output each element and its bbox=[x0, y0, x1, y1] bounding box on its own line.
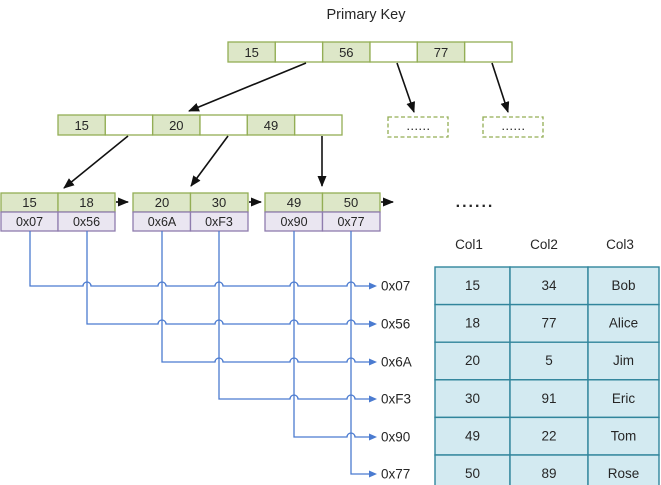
pointer-labels: 0x07 0x56 0x6A 0xF3 0x90 0x77 bbox=[381, 279, 412, 482]
root-pointer-cell-0 bbox=[274, 41, 324, 63]
leaf-0-pointer-0: 0x07 bbox=[16, 215, 43, 229]
table-header: Col1 Col2 Col3 bbox=[455, 237, 634, 252]
leaf-2-key-0: 49 bbox=[287, 195, 301, 210]
cell-r4c1: 22 bbox=[541, 428, 556, 443]
connector-0xF3 bbox=[218, 231, 377, 403]
leaf-ellipsis: ...... bbox=[456, 194, 495, 211]
root-pointer-cell-2 bbox=[464, 41, 513, 63]
root-key-0: 15 bbox=[244, 45, 258, 60]
leaf-node-1: 20 30 0x6A 0xF3 bbox=[132, 192, 249, 232]
pointer-label-3: 0xF3 bbox=[381, 392, 411, 407]
dashed-node-0-dots: ...... bbox=[407, 122, 431, 132]
pointer-label-4: 0x90 bbox=[381, 430, 410, 445]
cell-r1c0: 18 bbox=[465, 316, 480, 331]
cell-r1c2: Alice bbox=[609, 316, 638, 331]
pointer-connectors bbox=[29, 231, 377, 478]
cell-r3c2: Eric bbox=[612, 391, 635, 406]
table-row: 50 89 Rose bbox=[434, 454, 660, 485]
cell-r2c0: 20 bbox=[465, 353, 480, 368]
leaf-0-pointer-1: 0x56 bbox=[73, 215, 100, 229]
table-row: 49 22 Tom bbox=[434, 416, 660, 456]
dashed-node-1-dots: ...... bbox=[502, 122, 526, 132]
leaf-2-key-1: 50 bbox=[344, 195, 358, 210]
leaf-1-key-1: 30 bbox=[212, 195, 226, 210]
data-table: 15 34 Bob 18 77 Alice 20 5 Jim 30 bbox=[434, 266, 660, 485]
table-header-col2: Col2 bbox=[530, 237, 558, 252]
leaf-node-0: 15 18 0x07 0x56 bbox=[0, 192, 116, 232]
pointer-label-0: 0x07 bbox=[381, 279, 410, 294]
pointer-label-5: 0x77 bbox=[381, 467, 410, 482]
leaf-node-2: 49 50 0x90 0x77 bbox=[264, 192, 381, 232]
leaf-1-pointer-1: 0xF3 bbox=[205, 215, 233, 229]
diagram-title: Primary Key bbox=[327, 7, 407, 23]
arrow-root-to-dashed-1 bbox=[491, 62, 510, 113]
table-header-col3: Col3 bbox=[606, 237, 634, 252]
internal-pointer-cell-1 bbox=[199, 114, 248, 136]
cell-r5c1: 89 bbox=[541, 466, 556, 481]
connector-0x6A bbox=[161, 231, 377, 366]
pointer-label-1: 0x56 bbox=[381, 317, 410, 332]
cell-r2c1: 5 bbox=[545, 353, 553, 368]
leaf-0-key-1: 18 bbox=[79, 195, 93, 210]
arrow-root-to-internal bbox=[188, 62, 307, 112]
internal-key-0: 15 bbox=[74, 118, 88, 133]
root-key-2: 77 bbox=[434, 45, 448, 60]
table-row: 30 91 Eric bbox=[434, 379, 660, 419]
leaf-2-pointer-1: 0x77 bbox=[337, 215, 364, 229]
internal-key-1: 20 bbox=[169, 118, 183, 133]
dashed-node-0: ...... bbox=[387, 116, 449, 138]
connector-0x77 bbox=[350, 231, 377, 478]
cell-r1c1: 77 bbox=[541, 316, 556, 331]
tree-arrows bbox=[63, 62, 510, 207]
root-key-1: 56 bbox=[339, 45, 353, 60]
arrow-internal-to-leaf-1 bbox=[190, 135, 229, 187]
internal-node: 15 20 49 bbox=[57, 114, 343, 136]
table-row: 20 5 Jim bbox=[434, 341, 660, 381]
cell-r5c0: 50 bbox=[465, 466, 480, 481]
cell-r0c0: 15 bbox=[465, 278, 480, 293]
cell-r3c1: 91 bbox=[541, 391, 556, 406]
table-header-col1: Col1 bbox=[455, 237, 483, 252]
root-node: 15 56 77 bbox=[227, 41, 513, 63]
cell-r0c2: Bob bbox=[611, 278, 635, 293]
cell-r2c2: Jim bbox=[613, 353, 634, 368]
pointer-label-2: 0x6A bbox=[381, 355, 412, 370]
arrow-root-to-dashed-0 bbox=[396, 62, 415, 113]
connector-0x56 bbox=[86, 231, 377, 328]
leaf-2-pointer-0: 0x90 bbox=[280, 215, 307, 229]
table-row: 15 34 Bob bbox=[434, 266, 660, 306]
cell-r0c1: 34 bbox=[541, 278, 557, 293]
table-row: 18 77 Alice bbox=[434, 303, 660, 343]
leaf-1-key-0: 20 bbox=[155, 195, 169, 210]
cell-r3c0: 30 bbox=[465, 391, 480, 406]
leaf-0-key-0: 15 bbox=[22, 195, 36, 210]
dashed-node-1: ...... bbox=[482, 116, 544, 138]
internal-pointer-cell-2 bbox=[294, 114, 343, 136]
connector-0x07 bbox=[29, 231, 377, 290]
internal-pointer-cell-0 bbox=[104, 114, 154, 136]
cell-r5c2: Rose bbox=[608, 466, 640, 481]
cell-r4c2: Tom bbox=[611, 428, 637, 443]
internal-key-2: 49 bbox=[264, 118, 278, 133]
leaf-1-pointer-0: 0x6A bbox=[148, 215, 177, 229]
root-pointer-cell-1 bbox=[369, 41, 418, 63]
cell-r4c0: 49 bbox=[465, 428, 480, 443]
connector-0x90 bbox=[293, 231, 377, 441]
arrow-internal-to-leaf-0 bbox=[63, 135, 129, 189]
